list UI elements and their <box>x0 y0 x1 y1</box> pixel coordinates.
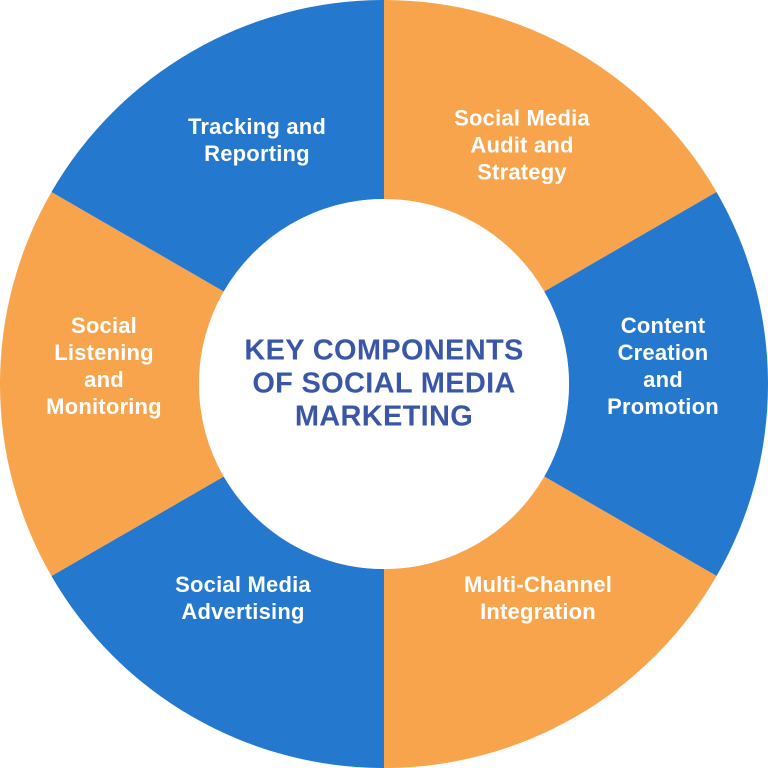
donut-segment-1 <box>544 192 768 576</box>
donut-segment-5 <box>51 0 385 292</box>
donut-segment-3 <box>51 476 385 768</box>
center-circle <box>199 199 569 569</box>
donut-segment-2 <box>384 476 717 768</box>
donut-segment-4 <box>0 192 224 576</box>
donut-segment-0 <box>384 0 717 292</box>
